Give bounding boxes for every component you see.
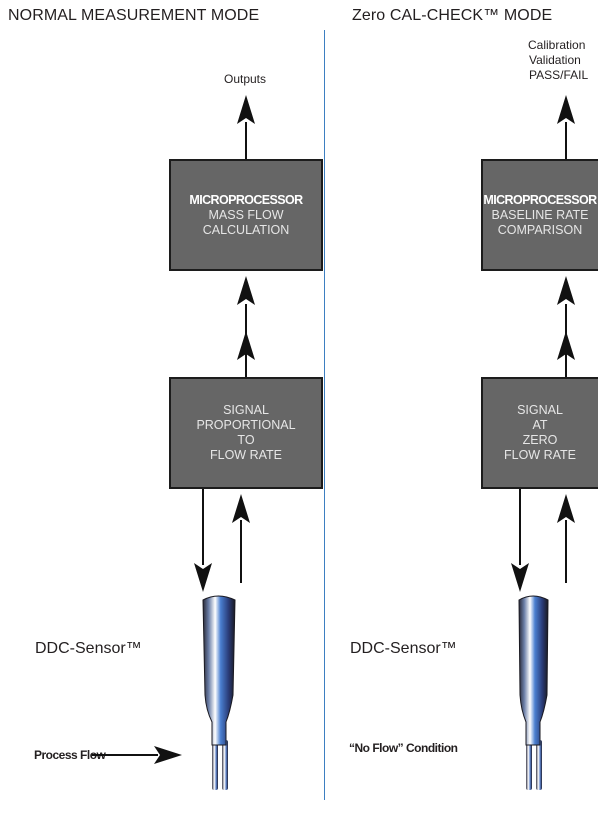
- microprocessor-box-right: MICROPROCESSOR BASELINE RATE COMPARISON: [481, 159, 598, 271]
- microprocessor-title: MICROPROCESSOR: [189, 192, 303, 207]
- signal-line-2: AT: [532, 418, 548, 432]
- process-flow-label: Process Flow: [34, 748, 106, 762]
- ddc-sensor-left: [202, 595, 236, 790]
- calcheck-mode-title: Zero CAL-CHECK™ MODE: [352, 7, 553, 24]
- signal-box-right: SIGNAL AT ZERO FLOW RATE: [481, 377, 598, 489]
- arrow-down-to-sensor-right: [511, 489, 529, 592]
- arrow-down-to-sensor-left: [194, 489, 212, 592]
- signal-box-left: SIGNAL PROPORTIONAL TO FLOW RATE: [169, 377, 323, 489]
- micro-line-1: BASELINE RATE: [491, 207, 589, 222]
- no-flow-label: “No Flow” Condition: [349, 741, 458, 755]
- arrow-signal-to-micro-left: [237, 276, 255, 377]
- normal-mode-title: NORMAL MEASUREMENT MODE: [8, 7, 260, 24]
- output-line-passfail: PASS/FAIL: [529, 68, 589, 82]
- signal-line-3: TO: [237, 433, 255, 447]
- signal-line-3: ZERO: [522, 433, 558, 447]
- microprocessor-box-left: MICROPROCESSOR MASS FLOW CALCULATION: [169, 159, 323, 271]
- microprocessor-title: MICROPROCESSOR: [483, 192, 597, 207]
- micro-line-1: MASS FLOW: [208, 207, 284, 222]
- ddc-sensor-right: [518, 595, 549, 790]
- output-line-validation: Validation: [529, 53, 581, 67]
- signal-line-4: FLOW RATE: [504, 448, 576, 462]
- arrow-up-from-sensor-right: [557, 494, 575, 583]
- signal-line-4: FLOW RATE: [210, 448, 282, 462]
- validation-output-label: Calibration Validation PASS/FAIL: [528, 38, 598, 83]
- output-line-calibration: Calibration: [528, 38, 586, 52]
- signal-line-1: SIGNAL: [517, 403, 563, 417]
- sensor-label-left: DDC-Sensor™: [35, 640, 142, 657]
- mode-divider: [324, 30, 325, 800]
- sensor-label-right: DDC-Sensor™: [350, 640, 457, 657]
- micro-line-2: CALCULATION: [202, 222, 290, 237]
- arrow-up-from-sensor-left: [232, 494, 250, 583]
- arrow-to-outputs-left: [237, 95, 255, 159]
- arrow-signal-to-micro-right: [557, 276, 575, 377]
- signal-line-2: PROPORTIONAL: [196, 418, 296, 432]
- outputs-label: Outputs: [223, 72, 267, 86]
- arrow-to-outputs-right: [557, 95, 575, 159]
- signal-line-1: SIGNAL: [223, 403, 269, 417]
- micro-line-2: COMPARISON: [497, 222, 583, 237]
- process-flow-arrow: [92, 746, 182, 764]
